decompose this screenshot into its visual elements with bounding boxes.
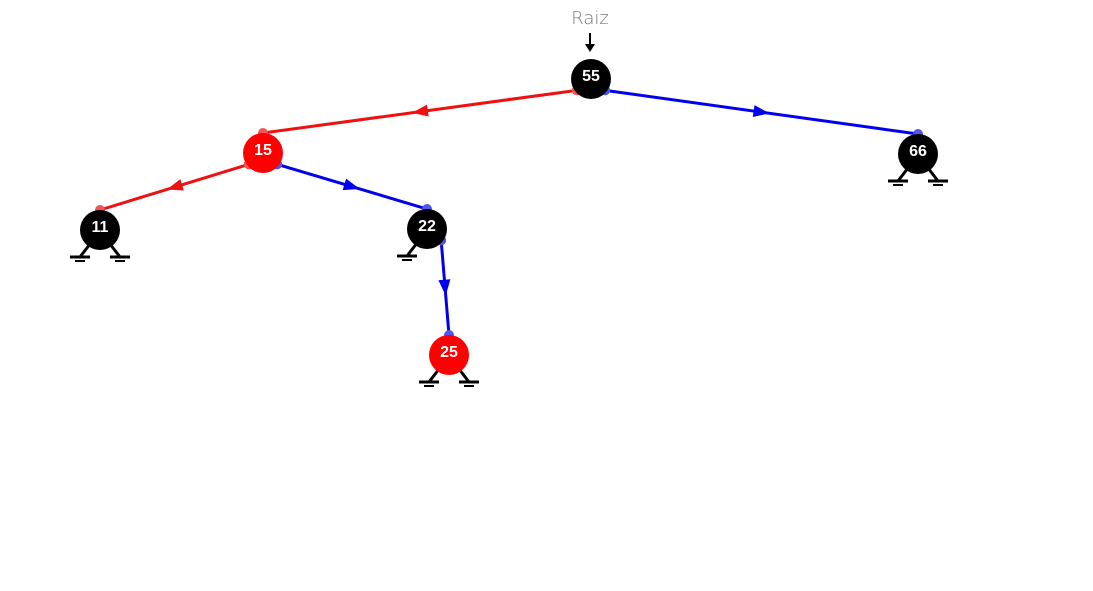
edges-layer <box>95 85 923 340</box>
node-value: 25 <box>440 344 458 361</box>
edge-arrowhead <box>166 179 184 191</box>
null-leaf-n11-left <box>70 243 92 262</box>
tree-node-11: 11 <box>80 210 120 250</box>
tree-node-15: 15 <box>243 133 283 173</box>
node-value: 15 <box>254 142 272 159</box>
null-leaf-n66-right <box>926 167 948 186</box>
node-value: 11 <box>92 219 109 236</box>
edge-arrowhead <box>412 104 429 117</box>
edge-n55-n15 <box>258 85 582 138</box>
root-pointer-arrow <box>585 33 595 52</box>
tree-node-66: 66 <box>898 134 938 174</box>
edge-arrowhead <box>752 105 770 118</box>
tree-node-55: 55 <box>571 59 611 99</box>
tree-node-22: 22 <box>407 209 447 249</box>
node-circle <box>898 134 938 174</box>
node-circle <box>571 59 611 99</box>
null-leaf-n25-left <box>419 368 441 387</box>
edge-arrowhead <box>438 279 451 296</box>
node-circle <box>243 133 283 173</box>
edge-n15-n22 <box>272 159 432 214</box>
node-circle <box>80 210 120 250</box>
null-leaf-n66-left <box>888 167 910 186</box>
edge-n15-n11 <box>95 159 254 215</box>
node-value: 55 <box>582 68 600 85</box>
edge-n22-n25 <box>436 235 454 340</box>
nodes-layer: 55 15 66 11 22 25 <box>80 59 938 375</box>
null-leaf-n22-left <box>397 242 419 261</box>
node-circle <box>407 209 447 249</box>
edge-n55-n66 <box>600 85 923 139</box>
null-leaf-n25-right <box>457 368 479 387</box>
root-label: Raiz <box>571 8 609 29</box>
tree-node-25: 25 <box>429 335 469 375</box>
node-value: 66 <box>909 143 927 160</box>
node-circle <box>429 335 469 375</box>
edge-arrowhead <box>342 178 360 191</box>
node-value: 22 <box>418 218 436 235</box>
null-leaves-layer <box>70 167 948 387</box>
null-leaf-n11-right <box>108 243 130 262</box>
